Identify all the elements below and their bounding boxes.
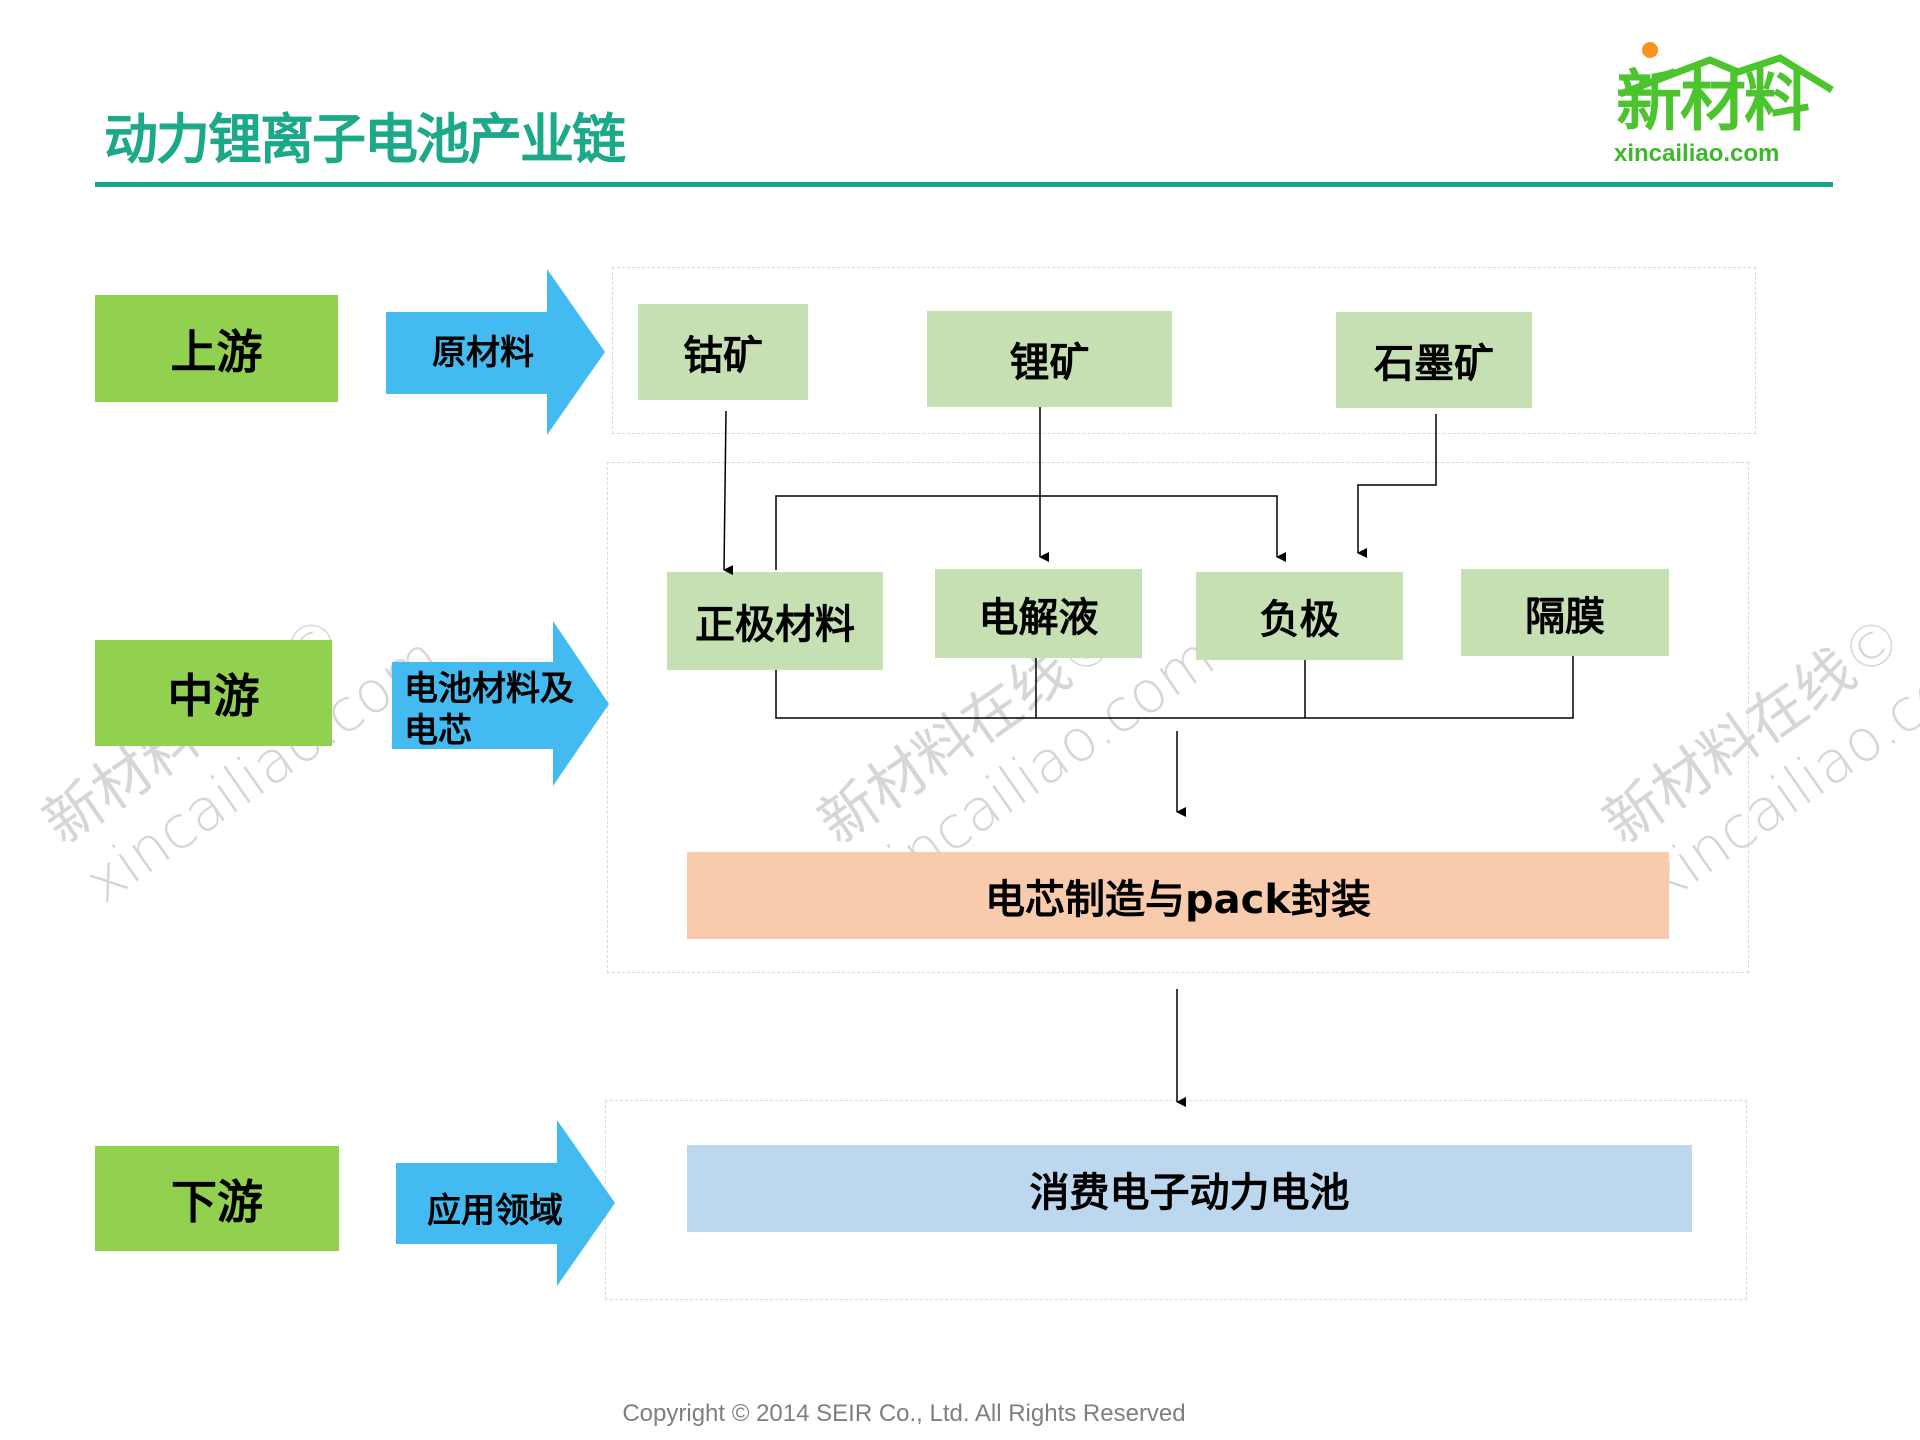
node-separator: 隔膜 <box>1461 569 1669 656</box>
node-electrolyte: 电解液 <box>935 569 1142 658</box>
node-consumer-electronics-battery: 消费电子动力电池 <box>687 1145 1692 1232</box>
page-title: 动力锂离子电池产业链 <box>104 108 626 171</box>
node-graphite-ore: 石墨矿 <box>1336 312 1532 408</box>
logo-text-en: xincailiao.com <box>1614 140 1780 167</box>
stage-downstream: 下游 <box>95 1146 339 1251</box>
arrow-label-battery-materials: 电池材料及电芯 <box>404 669 574 751</box>
copyright-footer: Copyright © 2014 SEIR Co., Ltd. All Righ… <box>622 1400 1186 1427</box>
node-cell-pack-assembly: 电芯制造与pack封装 <box>687 852 1669 939</box>
logo-text-cn: 新材料 <box>1616 63 1810 140</box>
house-roof-icon <box>1618 42 1834 98</box>
stage-midstream: 中游 <box>95 640 332 746</box>
title-underline <box>95 182 1833 187</box>
stage-upstream: 上游 <box>95 295 338 402</box>
brand-logo: 新材料 xincailiao.com <box>1610 38 1840 168</box>
node-lithium-ore: 锂矿 <box>927 311 1172 407</box>
node-cathode-material: 正极材料 <box>667 572 883 670</box>
upstream-container <box>612 267 1756 434</box>
arrow-label-raw-materials: 原材料 <box>432 333 534 373</box>
arrow-label-applications: 应用领域 <box>427 1191 563 1231</box>
node-anode: 负极 <box>1196 572 1403 660</box>
node-cobalt-ore: 钴矿 <box>638 304 808 400</box>
